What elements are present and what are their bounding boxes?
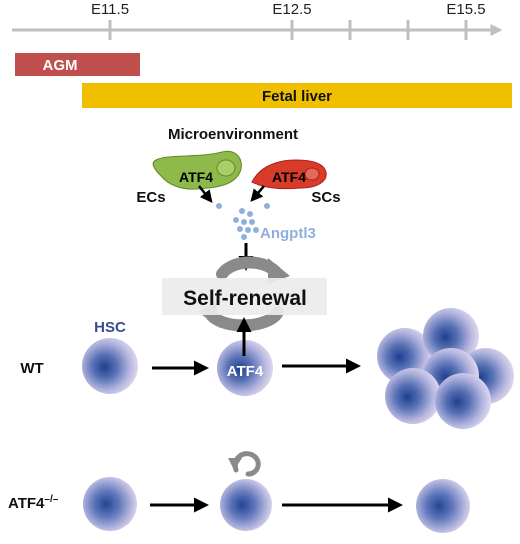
endothelial-cell-nucleus: [216, 159, 236, 177]
angptl3-dot: [241, 219, 247, 225]
angptl3-dot: [237, 226, 243, 232]
angptl3-dot: [216, 203, 222, 209]
ko-small-cycle-arrowhead: [228, 458, 242, 470]
cluster-cell: [385, 368, 441, 424]
timeline-ticks: [108, 20, 468, 40]
fetal-liver-bar: [82, 83, 512, 108]
angptl3-dot: [253, 227, 259, 233]
expanded-hsc-cluster: [377, 308, 514, 429]
ko-row-label: ATF4–/–: [8, 494, 59, 512]
fetal-liver-label: Fetal liver: [262, 88, 332, 105]
sc-secretion-arrow: [250, 185, 265, 202]
ko-result-cell: [416, 479, 470, 533]
stromal-cell-nucleus: [304, 167, 320, 181]
wt-atf4-label: ATF4: [227, 363, 264, 380]
endothelial-cell-shape: [152, 150, 242, 190]
self-renewal-box: [162, 278, 327, 315]
ec-atf4-label: ATF4: [179, 169, 213, 185]
angptl3-dot: [245, 227, 251, 233]
hsc-label: HSC: [94, 319, 126, 336]
ko-small-cycle-arrow: [232, 451, 261, 477]
tick-label: E12.5: [272, 1, 311, 18]
angptl3-dot: [241, 234, 247, 240]
angptl3-dot: [247, 211, 253, 217]
ko-row-label-sup: –/–: [44, 494, 58, 505]
angptl3-dot: [249, 219, 255, 225]
wt-atf4-cell: [217, 340, 273, 396]
stromal-cell-shape: [251, 159, 327, 190]
wt-row-label: WT: [20, 360, 43, 377]
cluster-cell: [423, 308, 479, 364]
angptl3-dot: [264, 203, 270, 209]
ko-row-label-base: ATF4: [8, 495, 45, 512]
ec-secretion-arrow: [198, 185, 213, 203]
ko-hsc-cell: [83, 477, 137, 531]
sc-atf4-label: ATF4: [272, 169, 306, 185]
angptl3-dot: [233, 217, 239, 223]
ko-cell: [220, 479, 272, 531]
sc-label: SCs: [311, 189, 340, 206]
angptl3-label: Angptl3: [260, 225, 316, 242]
ec-label: ECs: [136, 189, 165, 206]
microenvironment-title: Microenvironment: [168, 126, 298, 143]
tick-label: E11.5: [91, 1, 129, 18]
self-renewal-label: Self-renewal: [183, 287, 307, 310]
self-renewal-cycle-arrow: [216, 256, 282, 280]
self-renewal-cycle-arrowhead-top: [268, 258, 290, 284]
angptl3-dot: [239, 208, 245, 214]
wt-hsc-cell: [82, 338, 138, 394]
tick-label: E15.5: [446, 1, 485, 18]
cluster-cell: [435, 373, 491, 429]
agm-label: AGM: [43, 57, 78, 74]
angptl3-dots: [216, 203, 270, 240]
agm-bar: [15, 53, 140, 76]
